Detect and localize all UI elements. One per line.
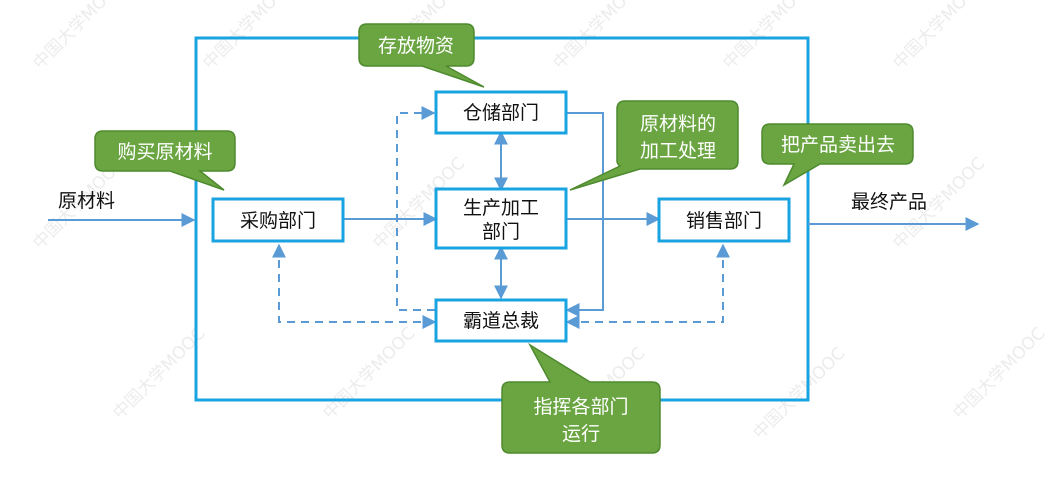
ceo-sales-dashed-arrow: [565, 243, 730, 329]
output-label: 最终产品: [851, 191, 927, 213]
callout-store-goods: 存放物资: [358, 23, 485, 88]
callout-store-goods-text: 存放物资: [378, 35, 454, 57]
sales-node: 销售部门: [657, 197, 791, 243]
watermark-text: 中国大学MOOC: [749, 344, 849, 444]
callout-processing-line2: 加工处理: [640, 140, 716, 162]
watermark-text: 中国大学MOOC: [29, 0, 129, 74]
callout-sell-products: 把产品卖出去: [761, 123, 914, 187]
watermark-text: 中国大学MOOC: [319, 324, 419, 424]
production-label-line2: 部门: [482, 221, 520, 243]
callout-direct-departments-line1: 指挥各部门: [533, 396, 628, 418]
callout-buy-materials-text: 购买原材料: [117, 141, 212, 163]
input-label: 原材料: [58, 190, 115, 212]
warehouse-node: 仓储部门: [434, 90, 568, 135]
warehouse-to-ceo-arrow: [565, 112, 604, 317]
ceo-label: 霸道总裁: [463, 310, 539, 332]
watermark-text: 中国大学MOOC: [889, 0, 989, 74]
callout-direct-departments: 指挥各部门 运行: [501, 342, 661, 454]
watermark-text: 中国大学MOOC: [109, 324, 209, 424]
ceo-node: 霸道总裁: [434, 298, 568, 343]
callout-sell-products-text: 把产品卖出去: [781, 134, 895, 156]
callout-processing: 原材料的 加工处理: [569, 100, 739, 191]
purchasing-node: 采购部门: [211, 197, 345, 243]
ceo-purchasing-dashed-arrow: [272, 243, 437, 329]
callout-processing-line1: 原材料的: [640, 113, 716, 135]
production-node: 生产加工 部门: [434, 187, 568, 250]
production-label-line1: 生产加工: [463, 197, 539, 219]
warehouse-label: 仓储部门: [463, 102, 539, 124]
callout-buy-materials: 购买原材料: [94, 130, 236, 191]
callout-direct-departments-line2: 运行: [562, 423, 600, 445]
watermark-text: 中国大学MOOC: [949, 324, 1046, 424]
purchasing-label: 采购部门: [240, 210, 316, 232]
sales-label: 销售部门: [686, 210, 762, 232]
